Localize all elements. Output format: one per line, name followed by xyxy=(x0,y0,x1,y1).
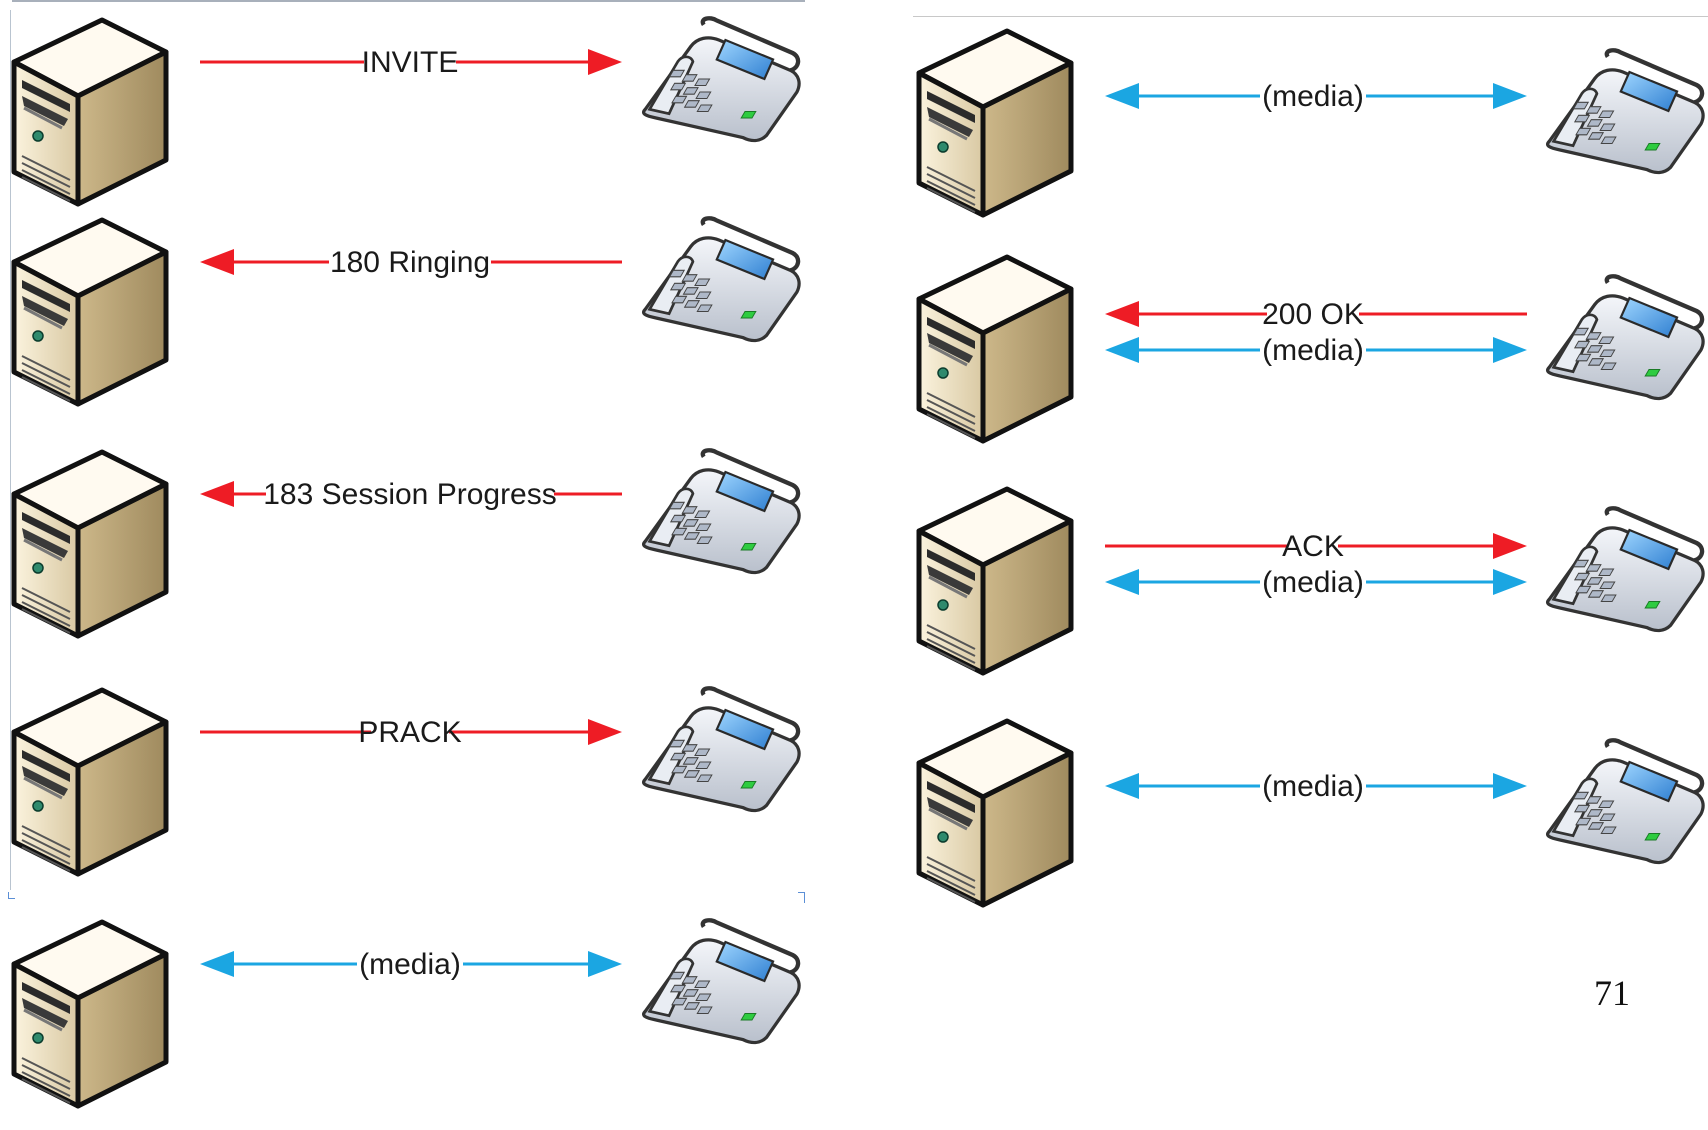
arrow-label: 183 Session Progress xyxy=(263,478,557,511)
server-icon xyxy=(919,489,1071,673)
media-arrow: (media) xyxy=(1105,566,1527,599)
ip-phone-icon xyxy=(1548,276,1703,398)
ip-phone-icon xyxy=(1548,740,1703,862)
slide-corner-mark xyxy=(8,892,15,899)
message-row: PRACK xyxy=(0,678,805,898)
server-icon xyxy=(14,922,166,1106)
message-row: (media) xyxy=(913,706,1708,914)
top-border-line xyxy=(913,16,1708,27)
message-row: (media) xyxy=(913,16,1708,230)
server-icon xyxy=(919,721,1071,905)
server-icon xyxy=(14,452,166,636)
signal-arrow: PRACK xyxy=(200,716,622,749)
message-row: INVITE xyxy=(0,8,805,228)
right-panel: (media)200 OK(media)ACK(media)(media) xyxy=(913,0,1708,920)
slide-corner-mark xyxy=(798,892,805,903)
message-row: 180 Ringing xyxy=(0,208,805,428)
arrow-label: (media) xyxy=(1262,334,1364,367)
arrow-label: 200 OK xyxy=(1262,298,1364,331)
media-arrow: (media) xyxy=(1105,80,1527,113)
arrow-label: ACK xyxy=(1282,530,1344,563)
media-arrow: (media) xyxy=(1105,770,1527,803)
ip-phone-icon xyxy=(1548,508,1703,630)
ip-phone-icon xyxy=(644,688,799,810)
arrow-label: (media) xyxy=(1262,770,1364,803)
signal-arrow: 183 Session Progress xyxy=(200,478,622,511)
server-icon xyxy=(919,31,1071,215)
arrow-label: 180 Ringing xyxy=(330,246,490,279)
message-row: 200 OK(media) xyxy=(913,242,1708,456)
ip-phone-icon xyxy=(644,920,799,1042)
server-icon xyxy=(14,220,166,404)
page-number: 71 xyxy=(1594,973,1630,1013)
ip-phone-icon xyxy=(644,18,799,140)
signal-arrow: INVITE xyxy=(200,46,622,79)
message-row: ACK(media) xyxy=(913,474,1708,688)
ip-phone-icon xyxy=(644,218,799,340)
arrow-label: (media) xyxy=(359,948,461,981)
signal-arrow: 180 Ringing xyxy=(200,246,622,279)
ip-phone-icon xyxy=(644,450,799,572)
left-side-border xyxy=(10,10,11,890)
signal-arrow: 200 OK xyxy=(1105,298,1527,331)
arrow-label: PRACK xyxy=(358,716,461,749)
signal-arrow: ACK xyxy=(1105,530,1527,563)
server-icon xyxy=(919,257,1071,441)
media-arrow: (media) xyxy=(200,948,622,981)
server-icon xyxy=(14,20,166,204)
message-row: 183 Session Progress xyxy=(0,440,805,660)
server-icon xyxy=(14,690,166,874)
arrow-label: (media) xyxy=(1262,80,1364,113)
arrow-label: (media) xyxy=(1262,566,1364,599)
arrow-label: INVITE xyxy=(362,46,459,79)
message-row: (media) xyxy=(0,910,805,1130)
ip-phone-icon xyxy=(1548,50,1703,172)
top-border-line xyxy=(12,0,805,12)
media-arrow: (media) xyxy=(1105,334,1527,367)
